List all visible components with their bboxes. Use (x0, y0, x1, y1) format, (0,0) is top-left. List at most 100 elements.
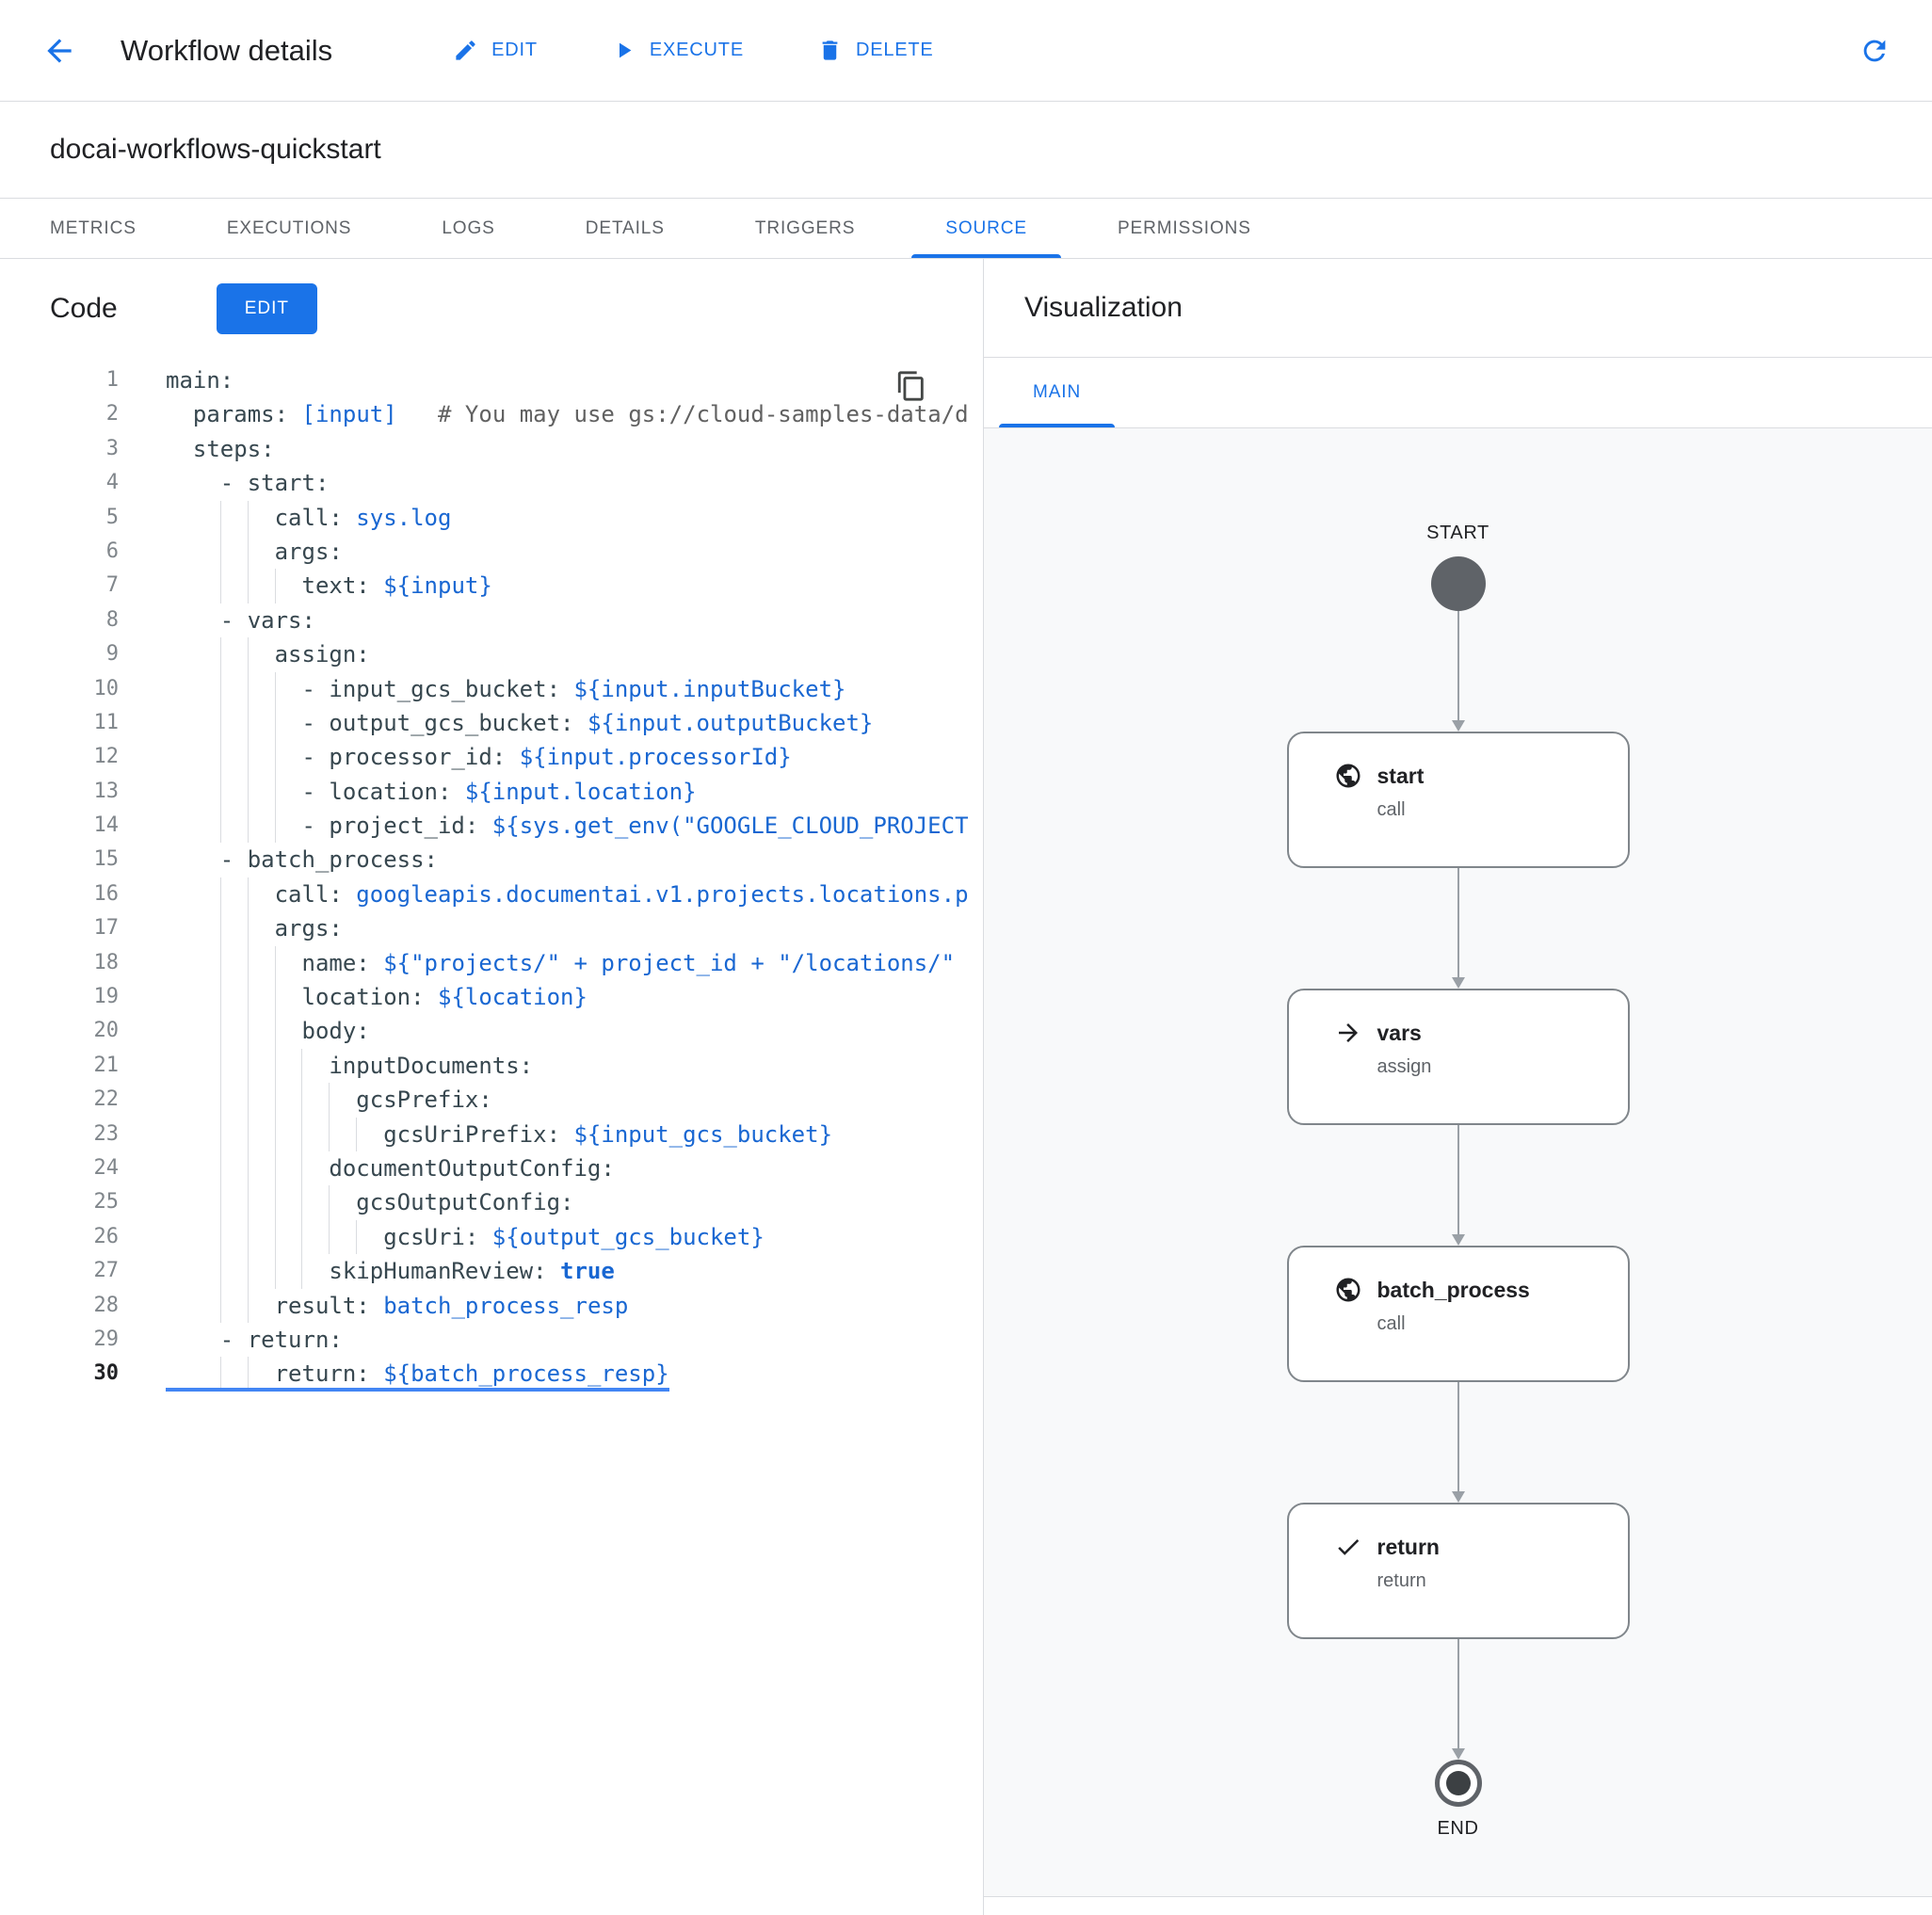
code-line: 12 - processor_id: ${input.processorId} (0, 740, 983, 775)
tab-source[interactable]: SOURCE (911, 199, 1061, 258)
line-number: 30 (93, 1361, 120, 1386)
flow-arrow-icon (1451, 868, 1466, 989)
indent-guide (274, 740, 276, 775)
indent-guide (219, 911, 221, 946)
tab-details[interactable]: DETAILS (585, 217, 665, 238)
refresh-icon[interactable] (1859, 35, 1891, 67)
indent-guide (301, 1083, 303, 1118)
tab-metrics[interactable]: METRICS (50, 217, 137, 238)
indent-guide (301, 1151, 303, 1186)
code-line: 19 location: ${location} (0, 980, 983, 1015)
line-number: 6 (105, 539, 119, 563)
code-text: - project_id: ${sys.get_env("GOOGLE_CLOU… (166, 809, 969, 844)
code-line: 16 call: googleapis.documentai.v1.projec… (0, 877, 983, 912)
indent-guide (219, 637, 221, 672)
flow-arrow-icon (1451, 1639, 1466, 1760)
flow-end-circle (1434, 1760, 1482, 1807)
indent-guide (274, 569, 276, 603)
tab-triggers[interactable]: TRIGGERS (754, 217, 856, 238)
tab-logs[interactable]: LOGS (442, 217, 495, 238)
indent-guide (274, 1219, 276, 1255)
code-text: - return: (166, 1326, 343, 1353)
execute-button-label: EXECUTE (649, 40, 744, 60)
code-line: 7 text: ${input} (0, 569, 983, 603)
indent-guide (274, 1185, 276, 1220)
indent-guide (329, 1117, 330, 1151)
indent-guide (219, 740, 221, 775)
indent-guide (247, 1048, 249, 1084)
indent-guide (219, 1288, 221, 1323)
code-line: 18 name: ${"projects/" + project_id + "/… (0, 945, 983, 981)
code-panel-header: Code EDIT (0, 259, 983, 358)
tab-executions[interactable]: EXECUTIONS (226, 217, 352, 238)
indent-guide (274, 945, 276, 981)
code-line: 29 - return: (0, 1323, 983, 1357)
code-line: 30 return: ${batch_process_resp} (0, 1357, 983, 1392)
flow-arrow-icon (1451, 1125, 1466, 1246)
code-text: - location: ${input.location} (166, 774, 697, 810)
code-line: 2 params: [input] # You may use gs://clo… (0, 397, 983, 431)
flow-node-header: vars (1289, 990, 1628, 1047)
back-arrow-icon[interactable] (41, 33, 77, 69)
code-text: name: ${"projects/" + project_id + "/loc… (166, 945, 955, 981)
indent-guide (247, 1357, 249, 1392)
code-line: 10 - input_gcs_bucket: ${input.inputBuck… (0, 671, 983, 706)
line-number: 16 (93, 881, 120, 906)
globe-icon (1334, 762, 1362, 790)
code-line: 27 skipHumanReview: true (0, 1254, 983, 1289)
code-text: body: (166, 1014, 370, 1049)
visualization-tab-main[interactable]: MAIN (999, 358, 1116, 427)
code-line: 22 gcsPrefix: (0, 1083, 983, 1118)
top-bar: Workflow details EDIT EXECUTE DELETE (0, 0, 1932, 102)
flow-node-subtitle: call (1377, 799, 1406, 820)
indent-guide (219, 1357, 221, 1392)
code-line: 28 result: batch_process_resp (0, 1288, 983, 1323)
line-number: 24 (93, 1155, 120, 1180)
flow-node-subtitle: call (1377, 1313, 1406, 1334)
code-text: args: (166, 534, 343, 570)
code-line: 21 inputDocuments: (0, 1048, 983, 1084)
flow-node-header: batch_process (1289, 1247, 1628, 1304)
flow-start-label: START (1426, 523, 1489, 543)
indent-guide (247, 740, 249, 775)
code-text: location: ${location} (166, 980, 588, 1015)
copy-icon[interactable] (893, 367, 930, 405)
execute-button[interactable]: EXECUTE (611, 38, 744, 63)
indent-guide (219, 569, 221, 603)
indent-guide (247, 569, 249, 603)
code-text: gcsOutputConfig: (166, 1185, 573, 1220)
code-text: return: ${batch_process_resp} (166, 1357, 669, 1392)
indent-guide (247, 1151, 249, 1186)
globe-icon (1334, 1276, 1362, 1304)
indent-guide (247, 671, 249, 706)
indent-guide (274, 1048, 276, 1084)
code-edit-button[interactable]: EDIT (216, 282, 317, 334)
visualization-title: Visualization (984, 259, 1932, 358)
code-line: 5 call: sys.log (0, 500, 983, 535)
code-line: 11 - output_gcs_bucket: ${input.outputBu… (0, 705, 983, 741)
edit-button[interactable]: EDIT (453, 38, 538, 63)
tab-bar: METRICS EXECUTIONS LOGS DETAILS TRIGGERS SOUR… (0, 199, 1932, 259)
tab-permissions[interactable]: PERMISSIONS (1117, 217, 1251, 238)
line-number: 12 (93, 745, 120, 769)
code-line: 17 args: (0, 911, 983, 946)
visualization-scrollbar-track[interactable] (984, 1896, 1932, 1915)
workflow-name: docai-workflows-quickstart (0, 102, 1932, 199)
code-line: 6 args: (0, 534, 983, 570)
delete-button[interactable]: DELETE (817, 38, 934, 63)
code-text: - output_gcs_bucket: ${input.outputBucke… (166, 705, 873, 741)
indent-guide (219, 1254, 221, 1289)
indent-guide (274, 809, 276, 844)
code-text: steps: (192, 435, 275, 462)
line-number: 8 (105, 607, 119, 632)
flow-node-header: return (1289, 1505, 1628, 1561)
code-line: 24 documentOutputConfig: (0, 1151, 983, 1186)
line-number: 22 (93, 1087, 120, 1112)
